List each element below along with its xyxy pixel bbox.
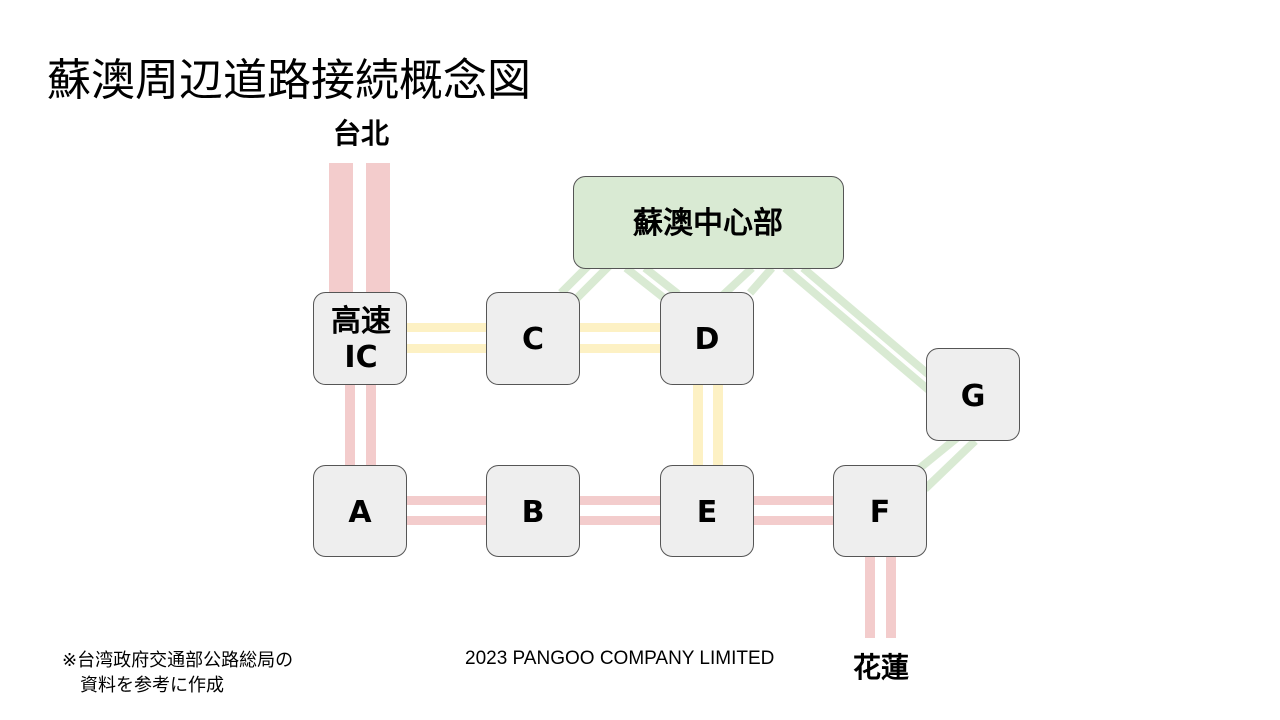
road-a-to-b-top <box>406 496 488 505</box>
node-ic-line1: 高速 <box>331 304 391 339</box>
road-f-to-hualien-right <box>886 556 896 638</box>
road-center-to-c-b <box>572 263 612 303</box>
road-c-to-d-top <box>579 323 661 332</box>
road-center-to-d-a <box>623 264 667 302</box>
road-f-to-g-a <box>912 433 961 476</box>
road-center-to-d-c <box>719 265 755 299</box>
diagram-title: 蘇澳周辺道路接続概念図 <box>47 55 531 106</box>
red-routes <box>329 163 896 638</box>
node-d: D <box>660 292 754 385</box>
road-f-to-g-b <box>922 438 978 492</box>
endpoint-north-label: 台北 <box>333 117 389 150</box>
road-b-to-e-bottom <box>579 516 661 525</box>
road-center-to-g-a <box>782 264 934 396</box>
node-g-label: G <box>961 379 986 414</box>
center-label: 蘇澳中心部 <box>633 206 783 241</box>
center-box: 蘇澳中心部 <box>573 176 844 269</box>
endpoint-south-label: 花蓮 <box>853 651 909 684</box>
road-a-to-b-bottom <box>406 516 488 525</box>
source-note-line1: ※台湾政府交通部公路総局の <box>62 650 294 671</box>
road-taipei-to-ic-right <box>366 163 390 293</box>
road-ic-to-c-top <box>406 323 488 332</box>
road-center-to-g-b <box>800 264 938 384</box>
source-note-line2: 資料を参考に作成 <box>80 675 224 696</box>
node-b: B <box>486 465 580 557</box>
road-d-to-e-right <box>713 384 723 466</box>
node-ic-line2: IC <box>344 340 377 375</box>
copyright-text: 2023 PANGOO COMPANY LIMITED <box>465 648 775 669</box>
road-f-to-hualien-left <box>865 556 875 638</box>
road-e-to-f-bottom <box>752 516 834 525</box>
node-b-label: B <box>522 495 545 530</box>
node-e-label: E <box>697 495 718 530</box>
node-ic: 高速 IC <box>313 292 407 385</box>
node-c-label: C <box>522 322 544 357</box>
node-a-label: A <box>348 495 372 530</box>
road-center-to-d-b <box>642 264 681 298</box>
road-center-to-c-a <box>558 263 591 296</box>
green-routes <box>558 263 978 492</box>
yellow-routes <box>406 323 723 466</box>
road-e-to-f-top <box>752 496 834 505</box>
node-f-label: F <box>870 495 891 530</box>
node-a: A <box>313 465 407 557</box>
road-ic-to-c-bottom <box>406 344 488 353</box>
road-b-to-e-top <box>579 496 661 505</box>
node-g: G <box>926 348 1020 441</box>
road-center-to-d-d <box>746 265 776 296</box>
road-ic-to-a-left <box>345 384 355 466</box>
road-c-to-d-bottom <box>579 344 661 353</box>
node-d-label: D <box>695 322 720 357</box>
node-e: E <box>660 465 754 557</box>
node-f: F <box>833 465 927 557</box>
road-d-to-e-left <box>693 384 703 466</box>
source-note: ※台湾政府交通部公路総局の 資料を参考に作成 <box>62 648 293 698</box>
node-c: C <box>486 292 580 385</box>
road-taipei-to-ic-left <box>329 163 353 293</box>
road-ic-to-a-right <box>366 384 376 466</box>
